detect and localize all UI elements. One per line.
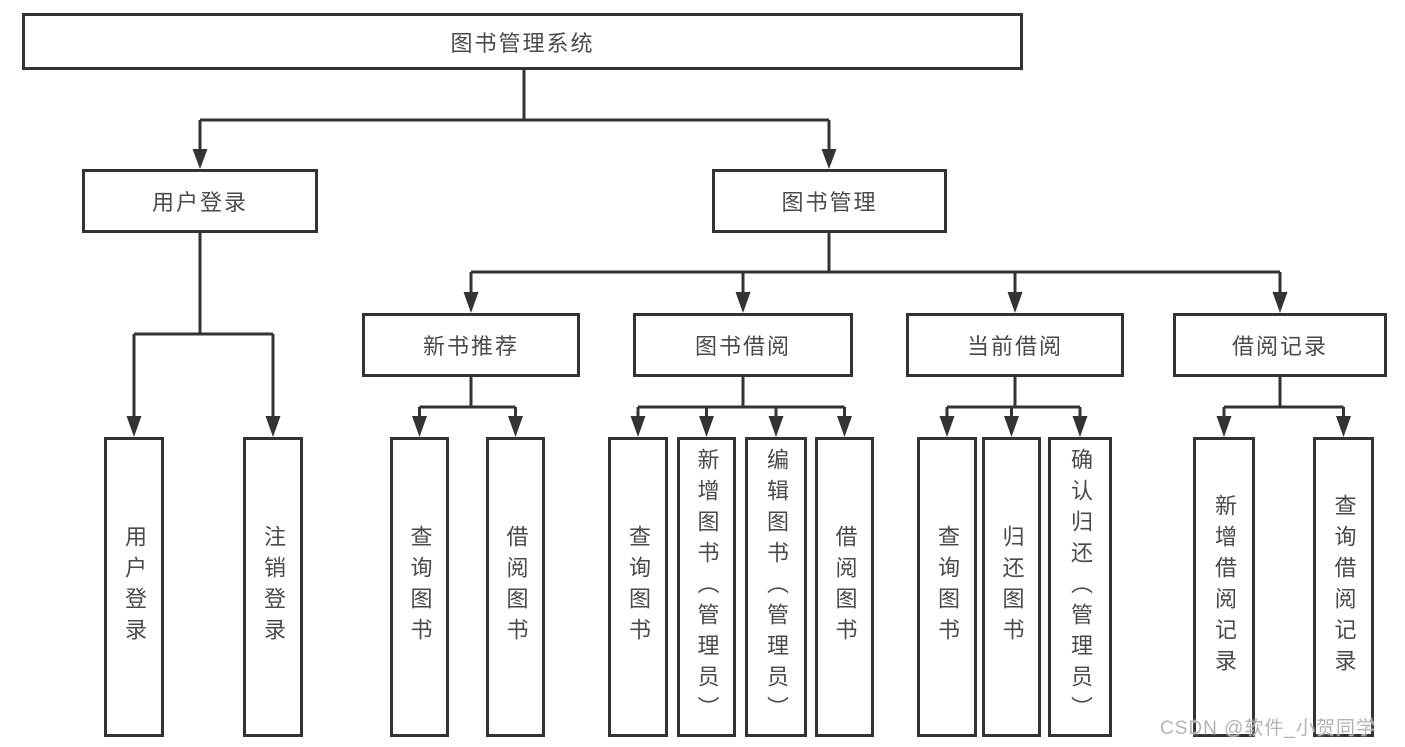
node-label: 归还图书 (999, 525, 1025, 649)
leaf-query-books-current: 查询图书 (917, 437, 977, 737)
leaf-logout: 注销登录 (243, 437, 303, 737)
node-label: 图书管理系统 (450, 30, 595, 56)
node-label: 确认归还（管理员） (1068, 447, 1093, 727)
node-label: 查询借阅记录 (1331, 494, 1357, 680)
node-user-login: 用户登录 (82, 169, 318, 233)
leaf-query-books-recommend: 查询图书 (390, 437, 449, 737)
node-book-management: 图书管理 (712, 169, 947, 233)
node-library-management-system: 图书管理系统 (22, 13, 1023, 70)
leaf-borrow-books-recommend: 借阅图书 (486, 437, 545, 737)
node-borrow-records: 借阅记录 (1173, 313, 1387, 377)
node-label: 借阅记录 (1231, 334, 1328, 359)
node-label: 图书借阅 (694, 334, 791, 359)
node-label: 编辑图书（管理员） (764, 447, 789, 727)
node-label: 用户登录 (122, 525, 147, 649)
leaf-return-books: 归还图书 (982, 437, 1041, 737)
watermark: CSDN @软件_小贺同学 (1160, 718, 1376, 739)
node-label: 当前借阅 (966, 334, 1063, 359)
leaf-borrow-books: 借阅图书 (815, 437, 874, 737)
leaf-edit-books-admin: 编辑图书（管理员） (745, 437, 807, 737)
node-label: 查询图书 (626, 525, 651, 649)
node-label: 新书推荐 (422, 334, 519, 359)
node-label: 图书管理 (781, 190, 878, 215)
leaf-confirm-return-admin: 确认归还（管理员） (1048, 437, 1112, 737)
leaf-user-login: 用户登录 (104, 437, 164, 737)
leaf-add-books-admin: 新增图书（管理员） (677, 437, 736, 737)
node-new-book-recommend: 新书推荐 (362, 313, 580, 377)
node-label: 注销登录 (261, 525, 286, 649)
node-label: 用户登录 (151, 190, 248, 215)
node-label: 借阅图书 (832, 525, 858, 649)
node-label: 借阅图书 (503, 525, 529, 649)
node-book-borrow: 图书借阅 (633, 313, 853, 377)
node-label: 新增借阅记录 (1212, 494, 1237, 680)
leaf-query-books-borrow: 查询图书 (608, 437, 668, 737)
node-label: 查询图书 (407, 525, 433, 649)
leaf-query-borrow-record: 查询借阅记录 (1313, 437, 1374, 737)
node-label: 查询图书 (935, 525, 960, 649)
leaf-add-borrow-record: 新增借阅记录 (1193, 437, 1255, 737)
node-label: 新增图书（管理员） (694, 447, 720, 727)
node-current-borrow: 当前借阅 (906, 313, 1124, 377)
